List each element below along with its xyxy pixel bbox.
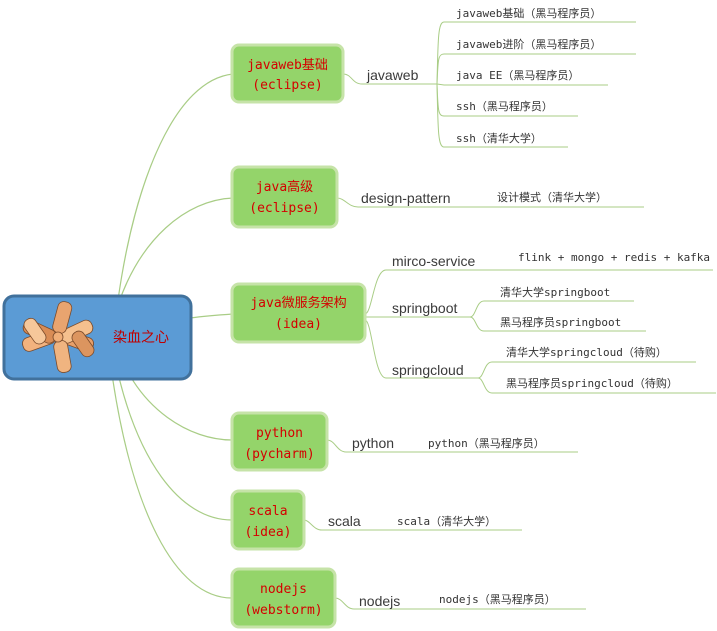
group-label-mirco-service[interactable]: mirco-service — [392, 253, 475, 269]
branch-node-nodejs[interactable]: nodejs (webstorm) — [230, 567, 337, 629]
branch-node-java-advanced[interactable]: java高级 (eclipse) — [230, 165, 339, 229]
group-label-javaweb[interactable]: javaweb — [366, 67, 419, 83]
leaf-label[interactable]: 黑马程序员springboot — [500, 315, 621, 329]
group-label-python[interactable]: python — [352, 435, 394, 451]
leaf-label[interactable]: javaweb基础（黑马程序员） — [456, 6, 601, 20]
leaf-label[interactable]: ssh（清华大学） — [456, 131, 542, 145]
root-node[interactable]: 染血之心 — [2, 294, 193, 381]
branch-title: nodejs — [260, 582, 307, 597]
branch-ide: (webstorm) — [244, 603, 322, 618]
branch-title: python — [256, 426, 303, 441]
branch-ide: (idea) — [275, 317, 322, 332]
branch-ide: (idea) — [245, 525, 292, 540]
group-label-springboot[interactable]: springboot — [392, 300, 457, 316]
leaf-label[interactable]: 清华大学springcloud（待购） — [506, 345, 667, 359]
root-label: 染血之心 — [113, 330, 169, 346]
leaf-label[interactable]: java EE（黑马程序员） — [456, 68, 579, 82]
leaf-label[interactable]: 设计模式（清华大学） — [497, 190, 607, 204]
branch-ide: (eclipse) — [252, 78, 322, 93]
leaf-label[interactable]: 清华大学springboot — [500, 285, 610, 299]
branch-ide: (pycharm) — [244, 447, 314, 462]
leaf-links — [372, 21, 716, 610]
branch-title: scala — [248, 504, 287, 519]
leaf-label[interactable]: javaweb进阶（黑马程序员） — [456, 37, 601, 51]
branch-ide: (eclipse) — [249, 201, 319, 216]
branch-title: java高级 — [256, 179, 313, 195]
leaf-label[interactable]: flink + mongo + redis + kafka — [518, 251, 710, 264]
branch-title: javaweb基础 — [247, 58, 328, 73]
group-label-nodejs[interactable]: nodejs — [359, 593, 400, 609]
group-links — [303, 73, 490, 610]
branch-node-java-microservice[interactable]: java微服务架构 (idea) — [230, 282, 367, 344]
branch-node-javaweb[interactable]: javaweb基础 (eclipse) — [230, 43, 345, 104]
branch-node-python[interactable]: python (pycharm) — [230, 411, 329, 472]
leaf-label[interactable]: ssh（黑马程序员） — [456, 99, 553, 113]
leaf-label[interactable]: scala（清华大学） — [397, 514, 496, 528]
leaf-label[interactable]: python（黑马程序员） — [428, 436, 545, 450]
group-label-scala[interactable]: scala — [328, 513, 361, 529]
group-label-design-pattern[interactable]: design-pattern — [361, 190, 451, 206]
leaf-label[interactable]: 黑马程序员springcloud（待购） — [506, 376, 678, 390]
branch-title: java微服务架构 — [250, 295, 346, 311]
joined-hands-icon — [22, 301, 95, 373]
group-label-springcloud[interactable]: springcloud — [392, 362, 464, 378]
branch-node-scala[interactable]: scala (idea) — [230, 489, 306, 551]
leaf-label[interactable]: nodejs（黑马程序员） — [439, 592, 556, 606]
